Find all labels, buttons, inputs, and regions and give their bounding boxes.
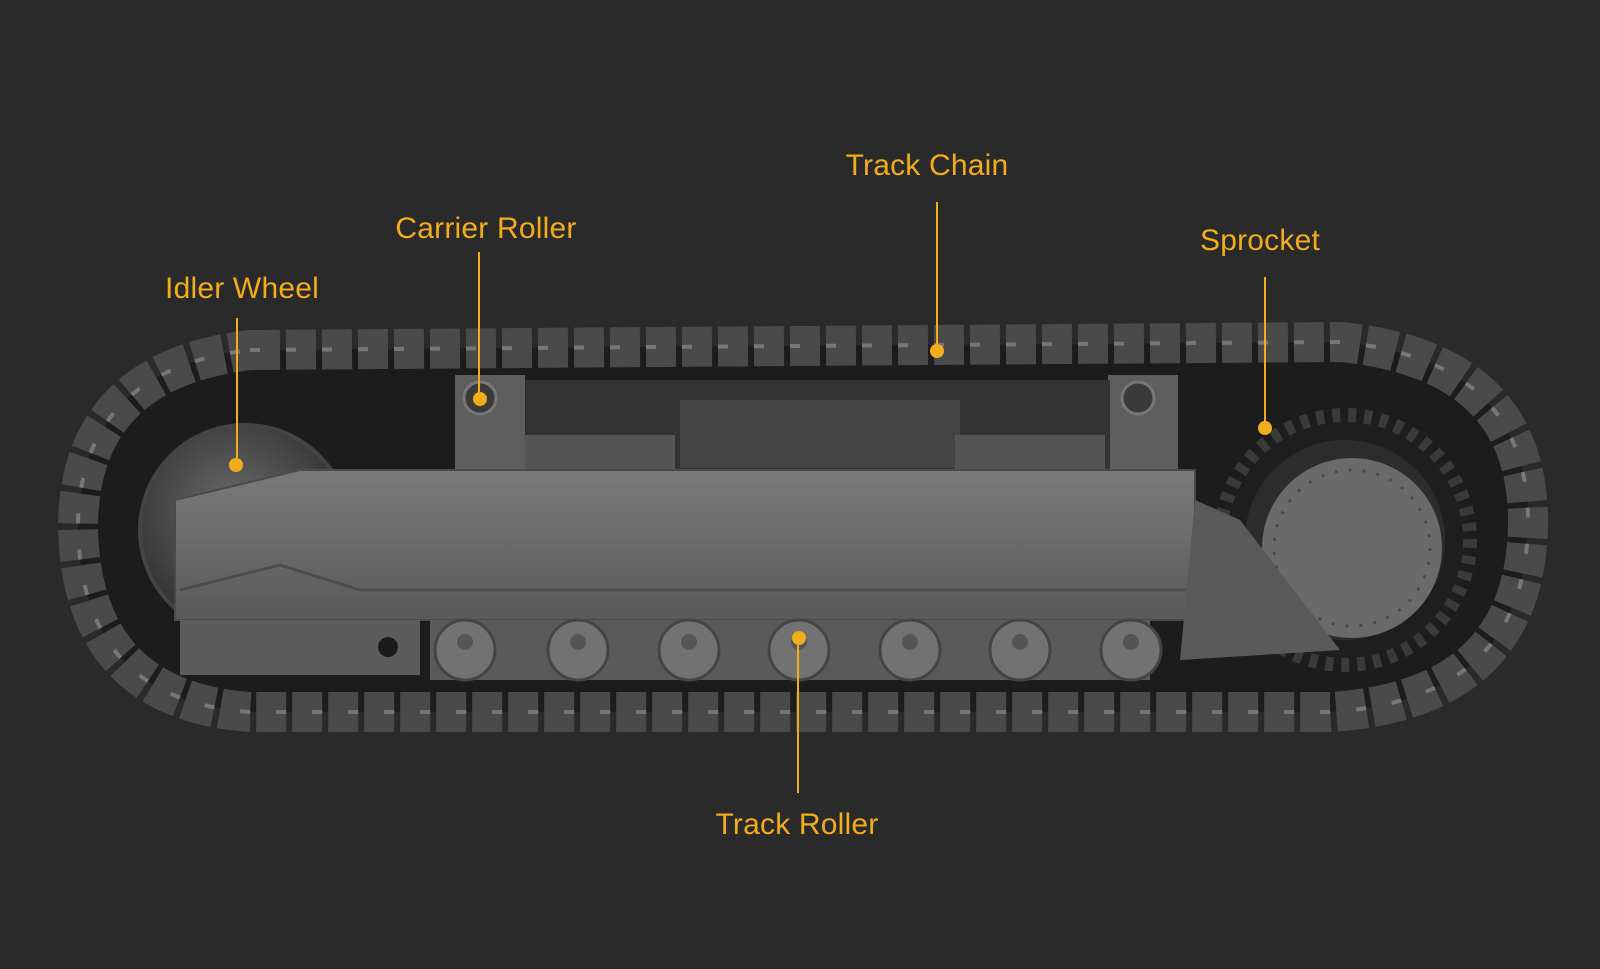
track-frame (174, 469, 1196, 621)
carrier-roller-label: Carrier Roller (395, 212, 577, 245)
idler-wheel-label: Idler Wheel (165, 272, 319, 305)
idler-wheel-dot (229, 458, 243, 472)
sprocket (1213, 408, 1477, 672)
carrier-roller-dot (473, 392, 487, 406)
sprocket-dot (1258, 421, 1272, 435)
track-chain-label: Track Chain (845, 149, 1009, 182)
carrier-roller-right (1120, 380, 1156, 416)
track-roller-dot (792, 631, 806, 645)
sprocket-label: Sprocket (1200, 224, 1320, 257)
track-chain-dot (930, 344, 944, 358)
track-rollers (430, 618, 1163, 682)
track-roller-label: Track Roller (715, 808, 879, 841)
